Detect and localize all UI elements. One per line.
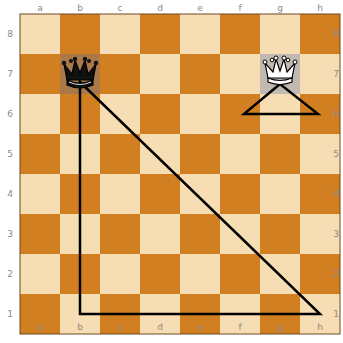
black-queen xyxy=(62,57,98,88)
rank-number: 2 xyxy=(330,269,342,279)
file-letter: b xyxy=(74,322,86,332)
board-square xyxy=(180,174,220,214)
rank-number: 6 xyxy=(330,109,342,119)
board-square xyxy=(20,214,60,254)
file-letter: c xyxy=(114,3,126,13)
board-square xyxy=(260,14,300,54)
white-queen xyxy=(263,56,297,85)
board-square xyxy=(100,214,140,254)
board-square xyxy=(260,174,300,214)
file-letter: a xyxy=(34,3,46,13)
rank-number: 6 xyxy=(4,109,16,119)
board-square xyxy=(60,14,100,54)
rank-number: 5 xyxy=(330,149,342,159)
board-square xyxy=(100,54,140,94)
rank-number: 7 xyxy=(330,69,342,79)
board-square xyxy=(100,134,140,174)
rank-number: 1 xyxy=(4,309,16,319)
board-square xyxy=(20,94,60,134)
board-square xyxy=(180,134,220,174)
rank-number: 5 xyxy=(4,149,16,159)
file-letter: b xyxy=(74,3,86,13)
rank-number: 8 xyxy=(4,29,16,39)
board-square xyxy=(220,174,260,214)
file-letter: e xyxy=(194,3,206,13)
board-square xyxy=(20,294,60,334)
board-square xyxy=(180,254,220,294)
file-letter: c xyxy=(114,322,126,332)
board-square xyxy=(180,94,220,134)
file-letter: f xyxy=(234,322,246,332)
board-square xyxy=(180,14,220,54)
file-letter: g xyxy=(274,322,286,332)
board-square xyxy=(20,174,60,214)
file-letter: g xyxy=(274,3,286,13)
board-square xyxy=(140,254,180,294)
board-square xyxy=(140,14,180,54)
rank-number: 3 xyxy=(4,229,16,239)
board-square xyxy=(60,54,100,94)
board-square xyxy=(180,214,220,254)
triangle-line xyxy=(244,84,318,114)
board-square xyxy=(100,14,140,54)
board-square xyxy=(180,54,220,94)
rank-number: 3 xyxy=(330,229,342,239)
board-square xyxy=(260,54,300,94)
file-letter: d xyxy=(154,3,166,13)
rank-number: 4 xyxy=(4,189,16,199)
board-square xyxy=(100,174,140,214)
board-square xyxy=(20,134,60,174)
file-letter: h xyxy=(314,322,326,332)
board-square xyxy=(20,54,60,94)
board-square xyxy=(100,94,140,134)
file-letter: h xyxy=(314,3,326,13)
rank-number: 7 xyxy=(4,69,16,79)
board-square xyxy=(220,214,260,254)
rank-number: 1 xyxy=(330,309,342,319)
board-square xyxy=(20,254,60,294)
board-square xyxy=(220,254,260,294)
board-square xyxy=(260,134,300,174)
board-square xyxy=(260,214,300,254)
board-square xyxy=(140,174,180,214)
board-square xyxy=(140,94,180,134)
board-square xyxy=(20,14,60,54)
rank-number: 4 xyxy=(330,189,342,199)
board-square xyxy=(220,54,260,94)
triangle-line xyxy=(80,82,320,314)
file-letter: f xyxy=(234,3,246,13)
board-square xyxy=(220,134,260,174)
board-square xyxy=(140,214,180,254)
board-square xyxy=(220,14,260,54)
board-square xyxy=(140,134,180,174)
file-letter: e xyxy=(194,322,206,332)
file-letter: a xyxy=(34,322,46,332)
rank-number: 2 xyxy=(4,269,16,279)
file-letter: d xyxy=(154,322,166,332)
board-square xyxy=(100,254,140,294)
rank-number: 8 xyxy=(330,29,342,39)
board-square xyxy=(140,54,180,94)
